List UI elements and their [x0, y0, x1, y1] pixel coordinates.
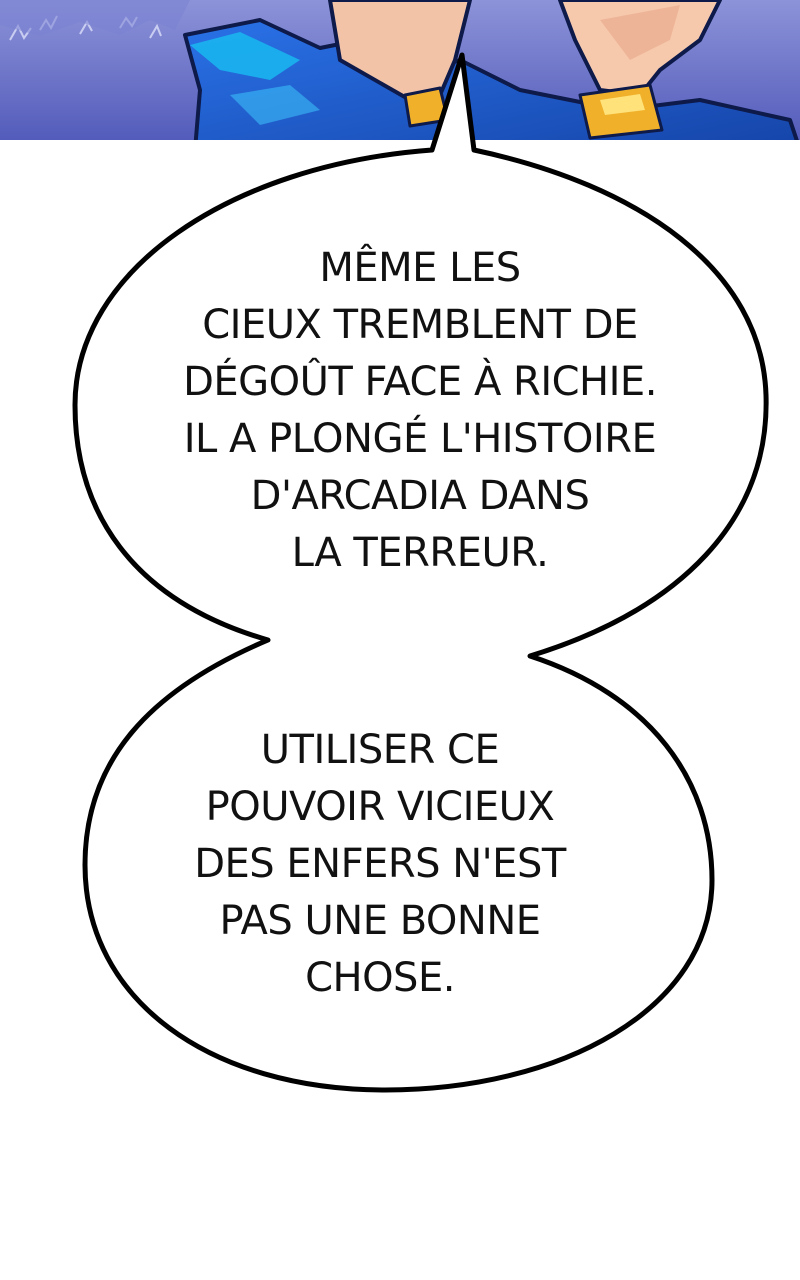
speech-line: UTILISER CE [260, 727, 500, 773]
comic-panel-art [0, 0, 800, 150]
speech-bubble-outline [72, 52, 769, 1093]
speech-line: MÊME LES [319, 245, 521, 291]
speech-line: CHOSE. [305, 955, 455, 1001]
speech-line: DES ENFERS N'EST [194, 841, 566, 887]
speech-line: IL A PLONGÉ L'HISTOIRE [183, 416, 657, 462]
speech-line: LA TERREUR. [291, 530, 549, 576]
speech-bubble-top-text: MÊME LES CIEUX TREMBLENT DE DÉGOÛT FACE … [120, 240, 720, 582]
cloth-highlight-2 [230, 85, 320, 125]
hair-shape [0, 0, 190, 36]
cloth-highlight [190, 32, 300, 80]
speech-bubble-bottom-text: UTILISER CE POUVOIR VICIEUX DES ENFERS N… [130, 722, 630, 1007]
speech-line: POUVOIR VICIEUX [205, 784, 555, 830]
speech-line: DÉGOÛT FACE À RICHIE. [183, 359, 657, 405]
speech-line: CIEUX TREMBLENT DE [202, 302, 638, 348]
speech-line: D'ARCADIA DANS [250, 473, 590, 519]
gold-cuff-shine [600, 94, 645, 115]
arm-shade [600, 5, 680, 60]
speech-line: PAS UNE BONNE [219, 898, 541, 944]
